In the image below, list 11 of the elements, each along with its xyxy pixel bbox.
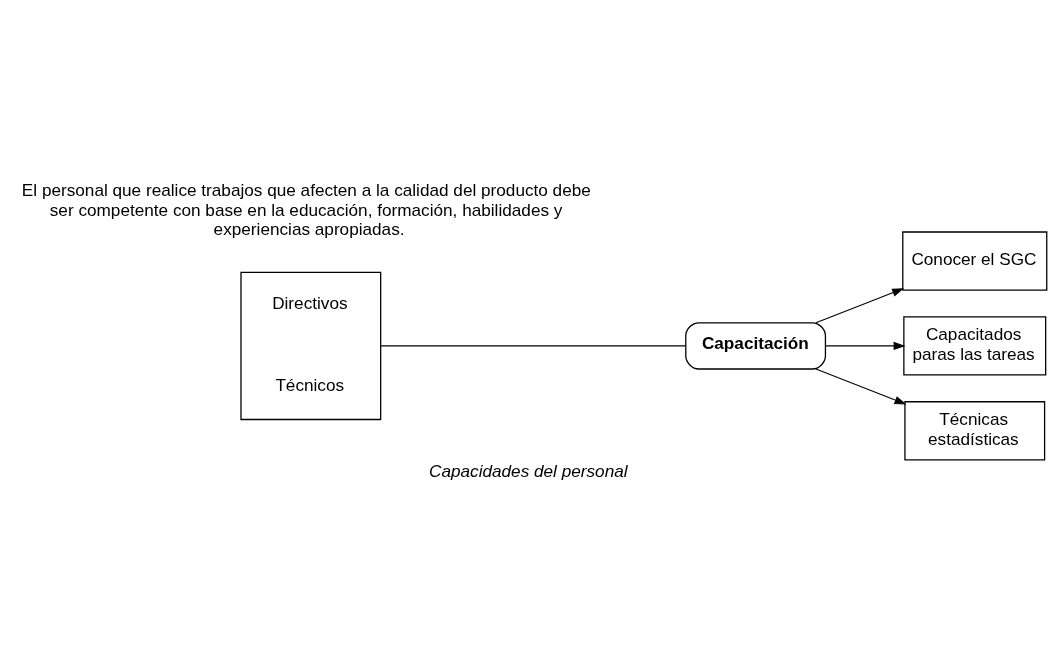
node-box: Capacitación xyxy=(685,322,827,370)
node-box: Técnicas estadísticas xyxy=(904,401,1046,461)
arrow xyxy=(825,341,906,351)
node-box: Capacitados paras las tareas xyxy=(903,316,1047,376)
label: El personal que realice trabajos que afecten a la calidad del producto debe ser competente con base en la educación, formación, habilidades y experiencias apropiadas. xyxy=(21,180,591,240)
caption: Capacidades del personal xyxy=(429,460,628,481)
connector xyxy=(380,345,687,347)
node-box: Directivos Técnicos xyxy=(240,271,382,421)
arrow xyxy=(815,368,907,405)
node-box: Conocer el SGC xyxy=(902,231,1048,291)
arrow xyxy=(815,288,904,324)
